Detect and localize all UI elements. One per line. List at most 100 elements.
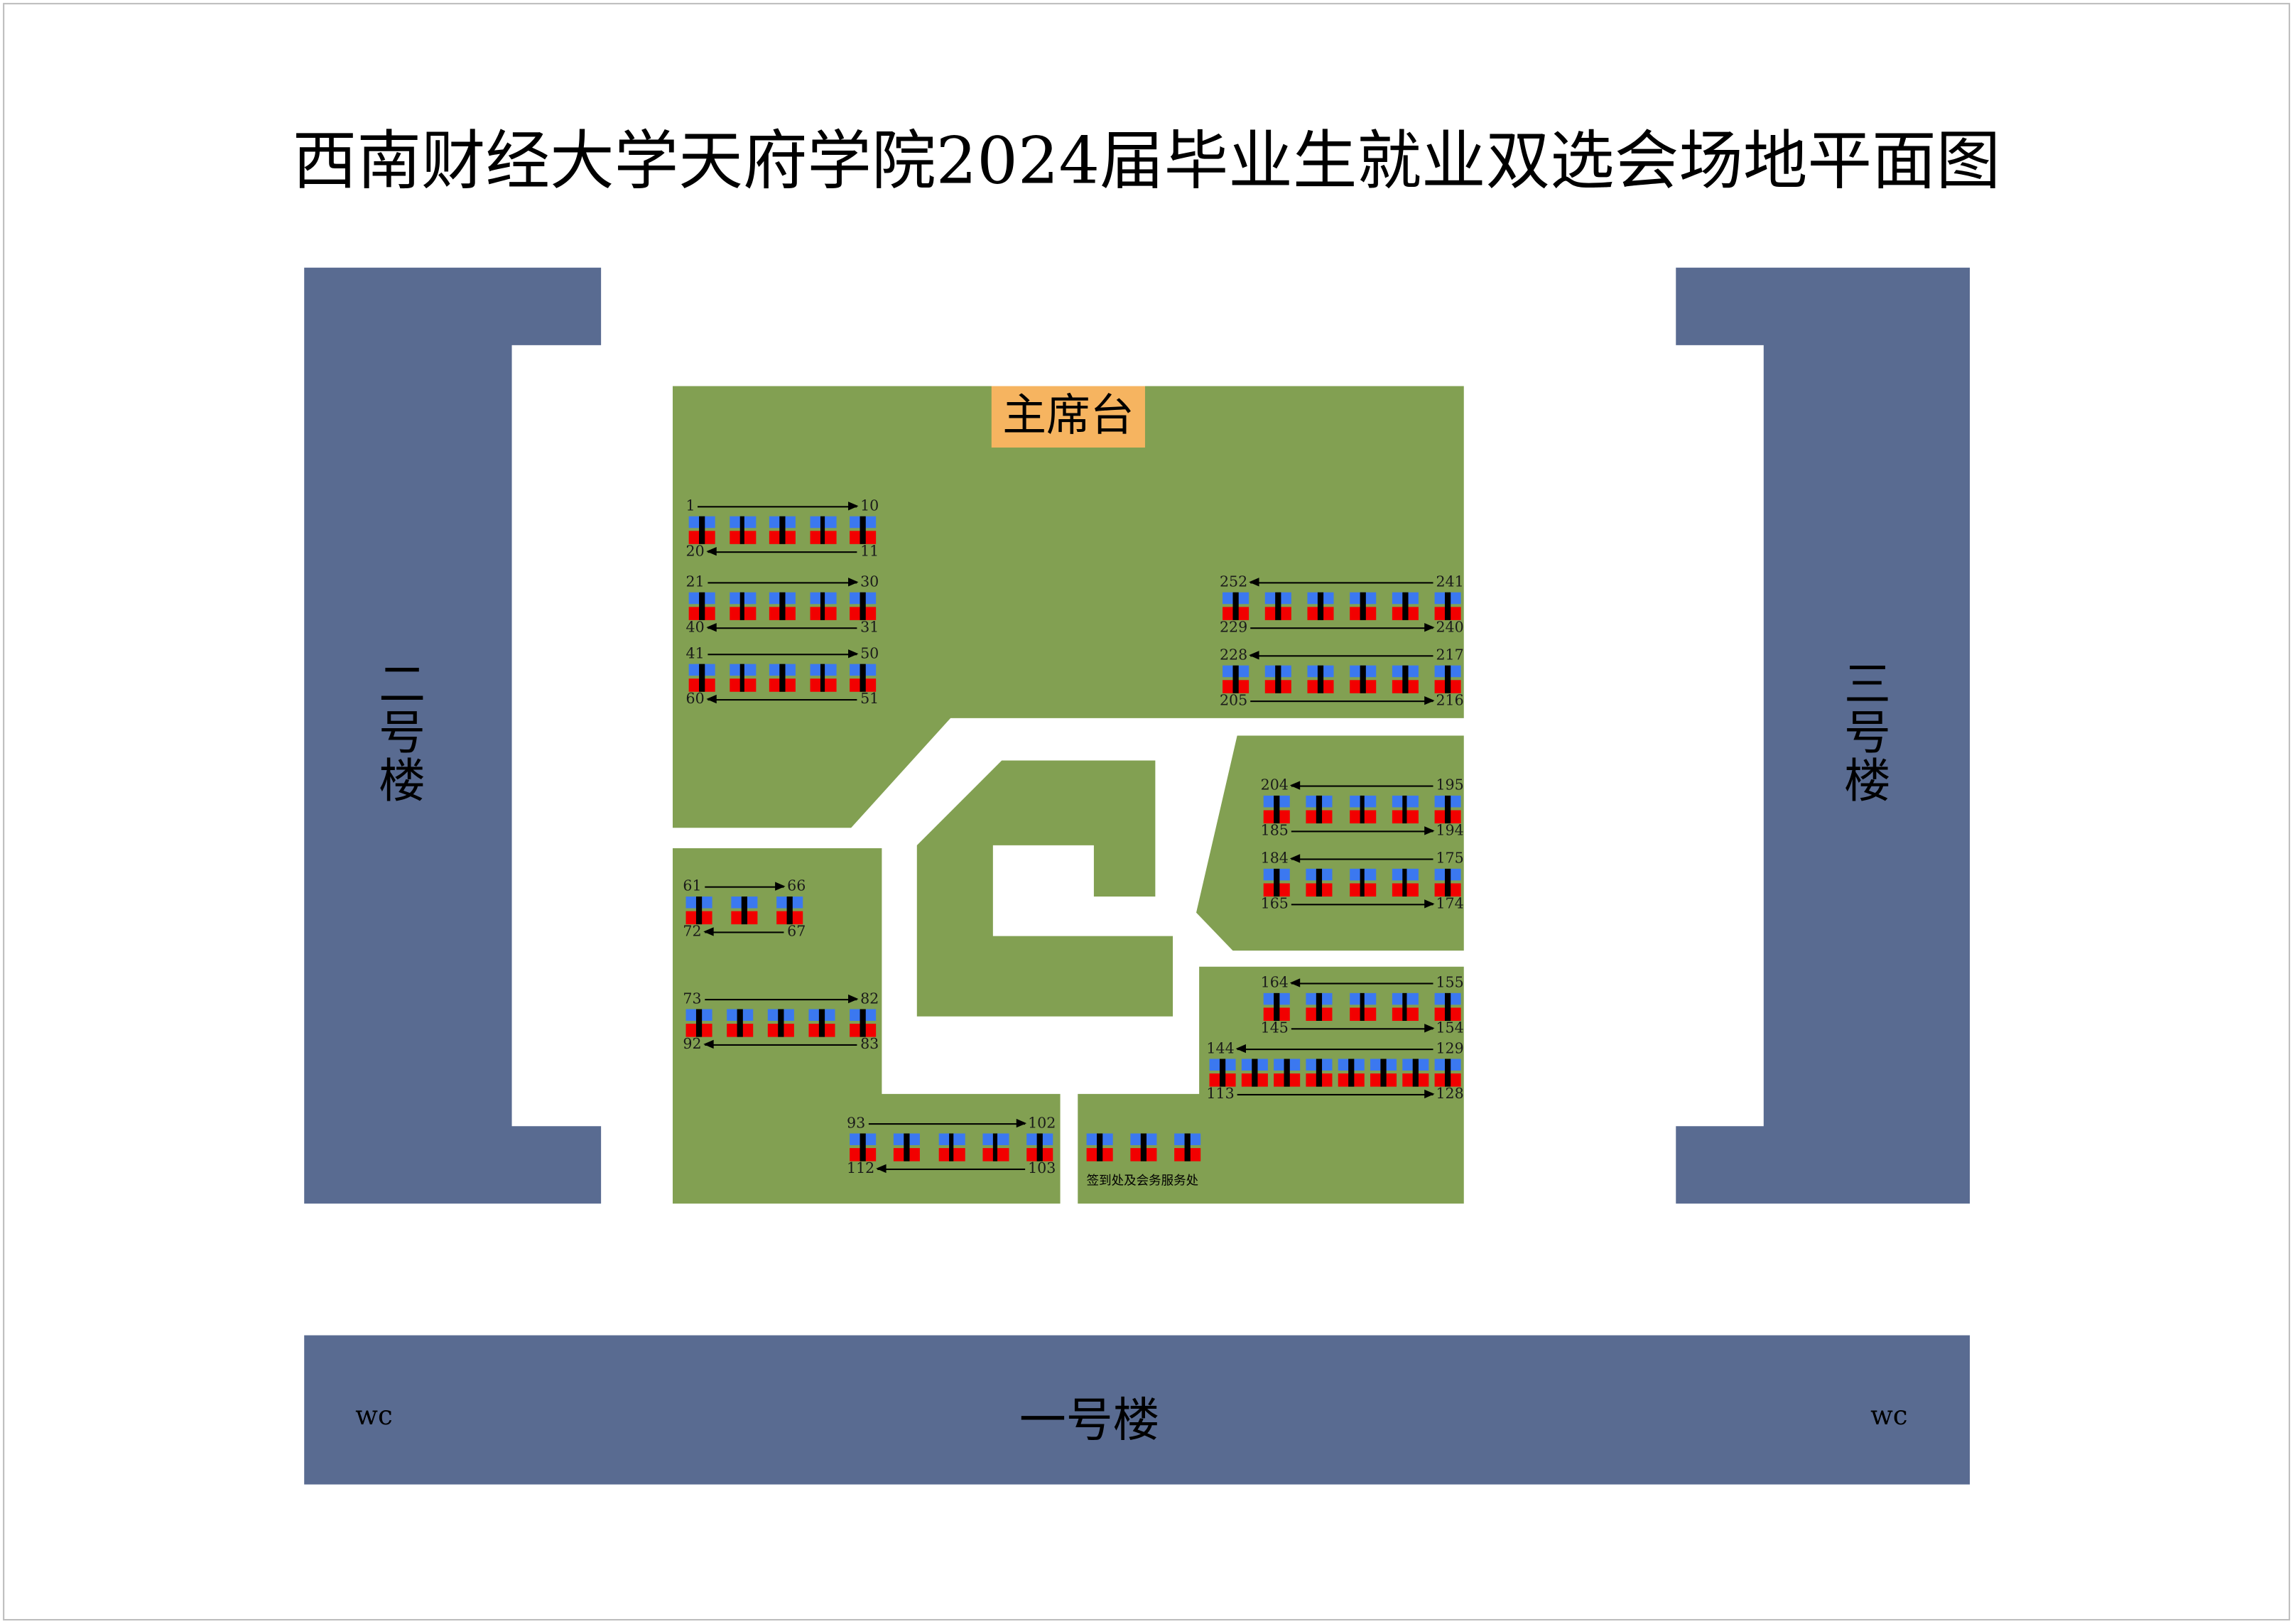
booth-number-end: 66 (787, 879, 806, 895)
booth-row (1223, 665, 1461, 693)
arrow-icon (1235, 1042, 1433, 1054)
booth-row (685, 1009, 877, 1037)
booth (769, 592, 796, 620)
booth (809, 592, 836, 620)
booth-number-start: 144 (1206, 1041, 1235, 1058)
booth-number-row: 164 155 (1261, 975, 1464, 992)
arrow-icon (704, 992, 859, 1005)
booth (809, 516, 836, 544)
booth (727, 1009, 754, 1037)
arrow-icon (1289, 977, 1433, 989)
booth-number-end: 195 (1436, 778, 1464, 794)
booth-number-start: 164 (1260, 975, 1289, 992)
booth (685, 1009, 712, 1037)
booth (850, 516, 877, 544)
booth (1223, 665, 1250, 693)
booth-number-start: 1 (685, 499, 695, 515)
booth (1263, 795, 1290, 824)
ground-right-mid (1196, 735, 1464, 951)
building-3-label: 三号楼 (1843, 656, 1891, 809)
booth (1392, 665, 1419, 693)
booth (1274, 1059, 1301, 1087)
booth (1241, 1059, 1268, 1087)
booth (729, 664, 756, 692)
page-title: 西南财经大学天府学院2024届毕业生就业双选会场地平面图 (292, 124, 2001, 199)
booth-row (1263, 992, 1461, 1021)
booth-number-start: 92 (683, 1036, 702, 1054)
wc-right-label: wc (1870, 1401, 1908, 1432)
building-1-label: 一号楼 (1019, 1392, 1160, 1449)
booth-number-row: 72 67 (683, 924, 806, 941)
arrow-icon (1291, 897, 1435, 909)
booth (808, 1009, 835, 1037)
sign-in-booth (1086, 1133, 1113, 1162)
booth-number-end: 83 (860, 1036, 879, 1054)
booth-number-end: 174 (1436, 896, 1464, 913)
booth (1223, 592, 1250, 620)
booth-number-start: 112 (846, 1161, 875, 1178)
booth-number-end: 129 (1436, 1041, 1464, 1058)
booth-number-start: 229 (1219, 619, 1248, 637)
booth (1349, 992, 1376, 1021)
booth-row (850, 1133, 1053, 1162)
arrow-icon (1237, 1088, 1435, 1100)
sign-in-booth (1174, 1133, 1201, 1162)
building-2 (304, 267, 602, 1204)
booth-number-start: 61 (683, 879, 702, 895)
booth-number-start: 73 (683, 991, 702, 1008)
booth-number-start: 72 (683, 924, 702, 941)
booth (729, 592, 756, 620)
arrow-icon (705, 693, 857, 705)
booth (1434, 592, 1461, 620)
arrow-icon (1249, 576, 1433, 588)
booth-number-end: 155 (1436, 975, 1464, 992)
page-border (3, 3, 2290, 1621)
building-1 (304, 1335, 1971, 1485)
booth (1264, 592, 1291, 620)
booth-number-start: 165 (1260, 896, 1289, 913)
booth-group: 73 82 92 83 (683, 992, 879, 1053)
ground-center (916, 760, 1173, 1017)
booth-number-end: 82 (860, 991, 879, 1008)
booth-number-row: 165 174 (1261, 897, 1464, 913)
booth-number-end: 241 (1436, 575, 1464, 591)
main-stage: 主席台 (991, 386, 1145, 448)
booth (1338, 1059, 1365, 1087)
booth (1434, 1059, 1461, 1087)
booth (729, 516, 756, 544)
booth-number-start: 41 (685, 646, 705, 663)
booth-row (688, 516, 877, 544)
booth (1434, 868, 1461, 897)
booth-row (1263, 868, 1461, 897)
booth (1350, 665, 1377, 693)
booth (1350, 592, 1377, 620)
booth-number-end: 217 (1436, 648, 1464, 664)
booth (1392, 992, 1419, 1021)
booth (685, 896, 712, 925)
booth (688, 516, 715, 544)
booth-number-start: 93 (846, 1115, 866, 1132)
booth-number-end: 240 (1436, 619, 1464, 637)
arrow-icon (1291, 825, 1435, 837)
booth (767, 1009, 794, 1037)
booth-number-start: 113 (1206, 1086, 1235, 1103)
booth-number-end: 67 (787, 924, 806, 941)
booth (850, 592, 877, 620)
arrow-icon (1289, 852, 1433, 865)
booth-number-end: 175 (1436, 851, 1464, 867)
wc-left-label: wc (355, 1401, 393, 1432)
booth-number-start: 20 (685, 543, 705, 561)
booth-group: 61 66 72 67 (683, 879, 806, 940)
booth-number-end: 30 (860, 575, 879, 591)
